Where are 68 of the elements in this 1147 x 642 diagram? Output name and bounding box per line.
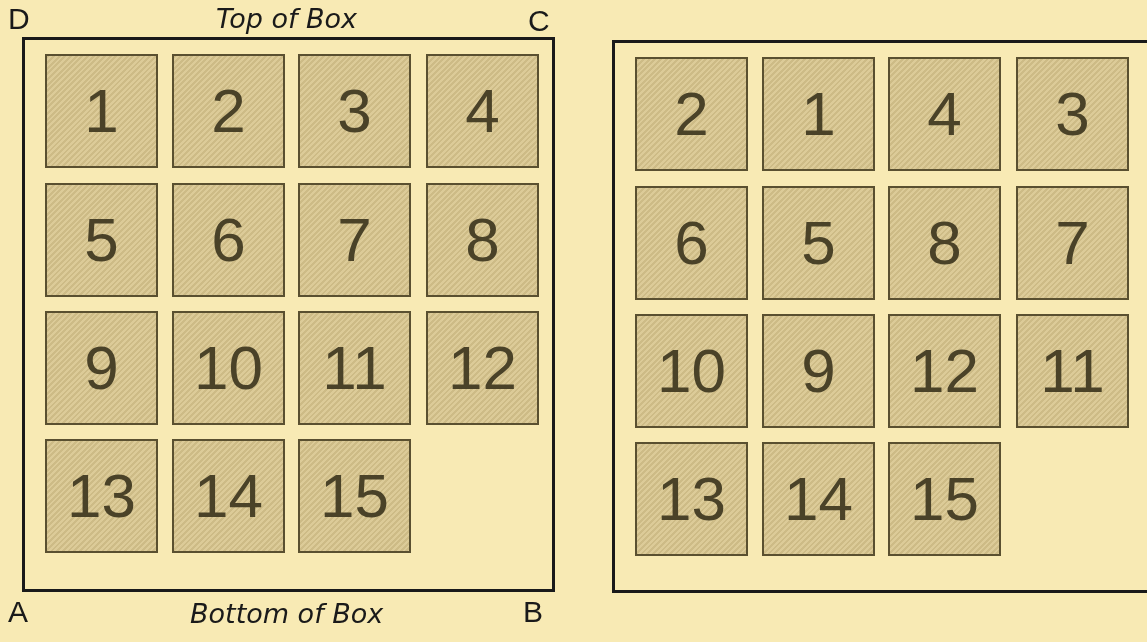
numbered-tile — [45, 439, 158, 553]
tile-number: 12 — [448, 337, 517, 399]
box-outline — [612, 40, 1147, 593]
tile-number: 9 — [801, 340, 836, 402]
tile-number: 4 — [465, 80, 500, 142]
numbered-tile — [298, 311, 411, 425]
tile-number: 10 — [194, 337, 263, 399]
corner-letter: A — [8, 597, 28, 627]
numbered-tile — [298, 54, 411, 168]
numbered-tile — [45, 183, 158, 297]
tile-number: 11 — [1040, 340, 1105, 402]
side-caption: Bottom of Box — [190, 600, 384, 627]
tile-number: 7 — [337, 209, 372, 271]
numbered-tile — [1016, 57, 1129, 171]
numbered-tile — [888, 314, 1001, 428]
numbered-tile — [426, 183, 539, 297]
corner-letter: D — [8, 4, 30, 34]
tile-number: 2 — [674, 83, 709, 145]
numbered-tile — [888, 57, 1001, 171]
numbered-tile — [762, 57, 875, 171]
numbered-tile — [172, 439, 285, 553]
tile-number: 14 — [784, 468, 853, 530]
numbered-tile — [172, 311, 285, 425]
numbered-tile — [762, 442, 875, 556]
numbered-tile — [635, 186, 748, 300]
tile-number: 8 — [927, 212, 962, 274]
tile-number: 1 — [801, 83, 836, 145]
tile-number: 1 — [84, 80, 119, 142]
corner-letter: C — [528, 6, 550, 36]
numbered-tile — [635, 314, 748, 428]
numbered-tile — [298, 183, 411, 297]
numbered-tile — [1016, 186, 1129, 300]
numbered-tile — [888, 186, 1001, 300]
numbered-tile — [1016, 314, 1129, 428]
numbered-tile — [45, 54, 158, 168]
box-outline — [22, 37, 555, 592]
tile-number: 11 — [322, 337, 387, 399]
numbered-tile — [635, 442, 748, 556]
tile-number: 6 — [211, 209, 246, 271]
tile-number: 7 — [1055, 212, 1090, 274]
tile-number: 10 — [657, 340, 726, 402]
numbered-tile — [426, 311, 539, 425]
side-caption: Top of Box — [216, 5, 358, 32]
tile-number: 3 — [337, 80, 372, 142]
tile-number: 2 — [211, 80, 246, 142]
tile-number: 5 — [801, 212, 836, 274]
numbered-tile — [298, 439, 411, 553]
tile-number: 4 — [927, 83, 962, 145]
tile-number: 14 — [194, 465, 263, 527]
tile-number: 13 — [657, 468, 726, 530]
numbered-tile — [172, 54, 285, 168]
corner-letter: B — [523, 597, 543, 627]
numbered-tile — [426, 54, 539, 168]
tile-number: 15 — [320, 465, 389, 527]
numbered-tile — [635, 57, 748, 171]
numbered-tile — [762, 314, 875, 428]
numbered-tile — [45, 311, 158, 425]
tile-number: 6 — [674, 212, 709, 274]
tile-number: 9 — [84, 337, 119, 399]
tile-number: 3 — [1055, 83, 1090, 145]
numbered-tile — [172, 183, 285, 297]
numbered-tile — [888, 442, 1001, 556]
tile-number: 15 — [910, 468, 979, 530]
tile-number: 5 — [84, 209, 119, 271]
tile-number: 8 — [465, 209, 500, 271]
tile-number: 13 — [67, 465, 136, 527]
tile-number: 12 — [910, 340, 979, 402]
numbered-tile — [762, 186, 875, 300]
